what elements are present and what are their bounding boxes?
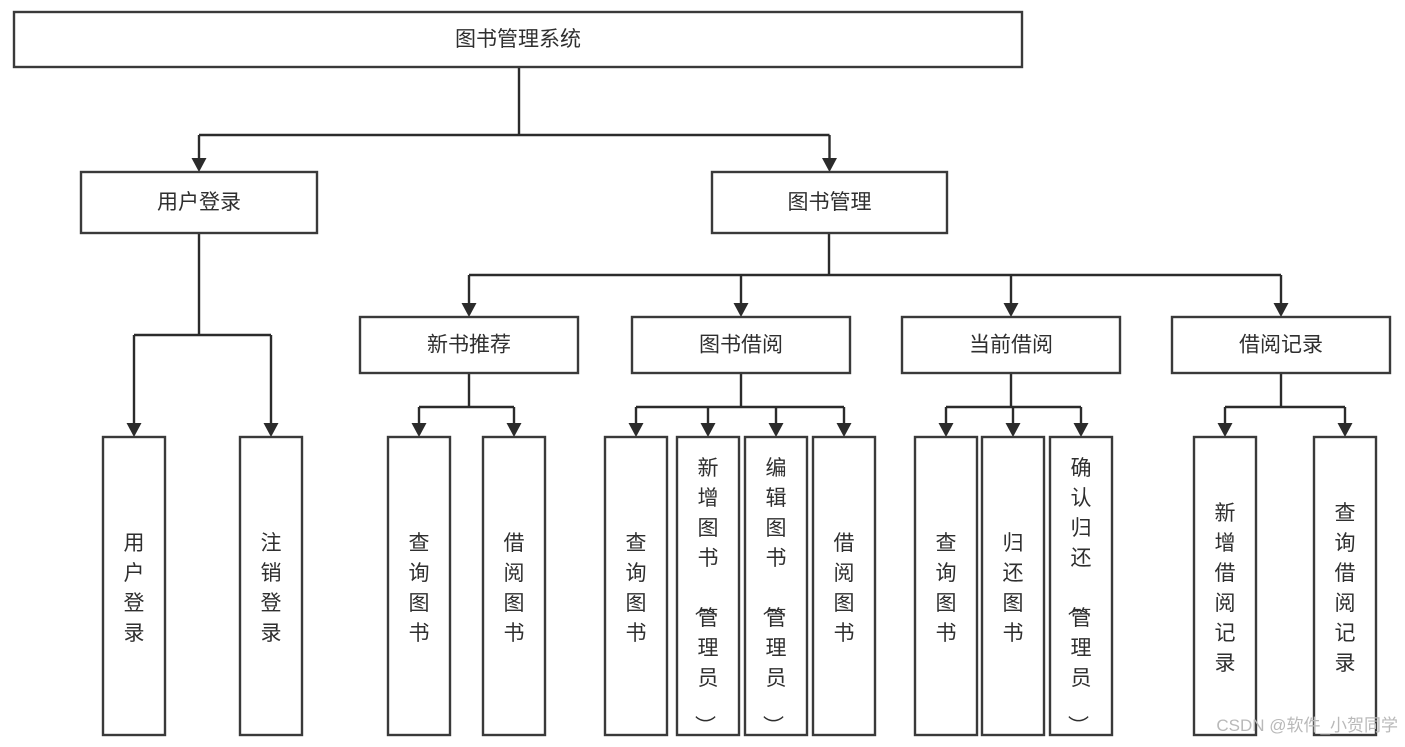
level2-0-to-leaf-1-arrowhead (506, 423, 522, 437)
node-label: 归还图书 (1003, 532, 1024, 645)
node-box (358, 315, 580, 375)
node-box (675, 435, 741, 737)
node-box (1170, 315, 1392, 375)
node-box (79, 170, 319, 235)
level2-0-to-leaf-0-arrowhead (411, 423, 427, 437)
user-login-to-leaf-1-arrowhead (263, 423, 279, 437)
node-label: 编辑图书（管理员） (761, 457, 787, 736)
node-借阅图书-leaf[interactable]: 借阅图书 (811, 435, 877, 737)
level2-1-to-leaf-2-arrowhead (768, 423, 784, 437)
node-编辑图书管理员-leaf[interactable]: 编辑图书（管理员） (743, 435, 809, 737)
node-借阅图书-leaf[interactable]: 借阅图书 (481, 435, 547, 737)
node-label: 用户登录 (124, 532, 145, 645)
book-mgmt-to-level2-0-arrowhead (461, 303, 477, 317)
node-查询图书-leaf[interactable]: 查询图书 (913, 435, 979, 737)
node-label: 查询借阅记录 (1335, 502, 1356, 675)
node-box (1192, 435, 1258, 737)
node-label: 查询图书 (936, 532, 957, 645)
node-图书借阅-level2[interactable]: 图书借阅 (630, 315, 852, 375)
node-label: 新增借阅记录 (1215, 502, 1236, 675)
level2-1-to-leaf-0-arrowhead (628, 423, 644, 437)
node-注销登录-leaf[interactable]: 注销登录 (238, 435, 304, 737)
node-查询图书-leaf[interactable]: 查询图书 (603, 435, 669, 737)
node-box (710, 170, 949, 235)
node-用户登录-level1[interactable]: 用户登录 (79, 170, 319, 235)
node-box (12, 10, 1024, 69)
level2-1-to-leaf-3-arrowhead (836, 423, 852, 437)
level2-3-to-leaf-1-arrowhead (1337, 423, 1353, 437)
node-label: 用户登录 (157, 191, 241, 214)
node-label: 图书管理系统 (455, 28, 581, 51)
node-box (913, 435, 979, 737)
node-label: 图书借阅 (699, 334, 783, 357)
node-归还图书-leaf[interactable]: 归还图书 (980, 435, 1046, 737)
node-新书推荐-level2[interactable]: 新书推荐 (358, 315, 580, 375)
node-label: 新书推荐 (427, 334, 511, 357)
node-查询借阅记录-leaf[interactable]: 查询借阅记录 (1312, 435, 1378, 737)
node-图书管理系统-root[interactable]: 图书管理系统 (12, 10, 1024, 69)
node-box (630, 315, 852, 375)
node-用户登录-leaf[interactable]: 用户登录 (101, 435, 167, 737)
node-当前借阅-level2[interactable]: 当前借阅 (900, 315, 1122, 375)
node-label: 查询图书 (626, 532, 647, 645)
root-to-level1-1-arrowhead (822, 158, 837, 172)
node-label: 当前借阅 (969, 334, 1053, 357)
node-box (980, 435, 1046, 737)
level2-2-to-leaf-2-arrowhead (1073, 423, 1089, 437)
node-label: 查询图书 (409, 532, 430, 645)
node-box (386, 435, 452, 737)
book-mgmt-to-level2-1-arrowhead (733, 303, 749, 317)
book-mgmt-to-level2-3-arrowhead (1273, 303, 1289, 317)
nodes-layer: 图书管理系统用户登录图书管理新书推荐图书借阅当前借阅借阅记录用户登录注销登录查询… (12, 10, 1392, 737)
node-新增借阅记录-leaf[interactable]: 新增借阅记录 (1192, 435, 1258, 737)
level2-3-to-leaf-0-arrowhead (1217, 423, 1233, 437)
node-box (481, 435, 547, 737)
node-label: 新增图书（管理员） (693, 457, 719, 736)
node-box (743, 435, 809, 737)
node-label: 借阅图书 (504, 532, 525, 645)
node-label: 借阅图书 (834, 532, 855, 645)
root-to-level1-0-arrowhead (191, 158, 207, 172)
node-box (603, 435, 669, 737)
connectors-layer (126, 67, 1353, 437)
node-查询图书-leaf[interactable]: 查询图书 (386, 435, 452, 737)
node-label: 图书管理 (788, 191, 872, 214)
node-box (1048, 435, 1114, 737)
level2-1-to-leaf-1-arrowhead (700, 423, 716, 437)
node-图书管理-level1[interactable]: 图书管理 (710, 170, 949, 235)
node-label: 确认归还（管理员） (1066, 457, 1092, 736)
node-label: 借阅记录 (1239, 334, 1323, 357)
node-box (238, 435, 304, 737)
node-box (900, 315, 1122, 375)
node-box (101, 435, 167, 737)
node-box (1312, 435, 1378, 737)
node-box (811, 435, 877, 737)
node-借阅记录-level2[interactable]: 借阅记录 (1170, 315, 1392, 375)
level2-2-to-leaf-1-arrowhead (1005, 423, 1021, 437)
node-label: 注销登录 (261, 532, 282, 645)
book-mgmt-to-level2-2-arrowhead (1003, 303, 1019, 317)
level2-2-to-leaf-0-arrowhead (938, 423, 954, 437)
node-新增图书管理员-leaf[interactable]: 新增图书（管理员） (675, 435, 741, 737)
csdn-watermark: CSDN @软件_小贺同学 (1216, 716, 1398, 735)
user-login-to-leaf-0-arrowhead (126, 423, 142, 437)
node-确认归还管理员-leaf[interactable]: 确认归还（管理员） (1048, 435, 1114, 737)
